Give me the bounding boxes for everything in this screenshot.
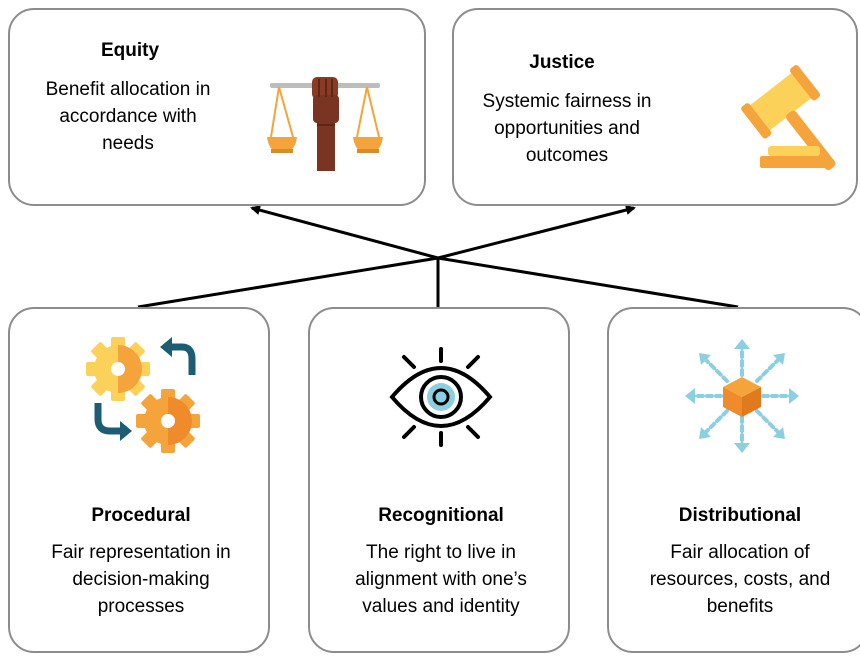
arrow-to-justice bbox=[437, 205, 636, 260]
procedural-title: Procedural bbox=[91, 505, 191, 526]
arrow-to-equity bbox=[250, 205, 439, 260]
distributional-box: Distributional Fair allocation of resour… bbox=[607, 307, 860, 653]
line-procedural bbox=[137, 256, 439, 309]
box-distribution-icon bbox=[685, 339, 799, 453]
equity-box: Equity Benefit allocation in accordance … bbox=[8, 8, 426, 206]
distributional-title: Distributional bbox=[678, 505, 802, 526]
procedural-description: Fair representation in decision-making p… bbox=[51, 542, 231, 617]
recognitional-title: Recognitional bbox=[378, 505, 504, 526]
equity-description: Benefit allocation in accordance with ne… bbox=[45, 79, 211, 154]
line-distributional bbox=[437, 256, 739, 309]
scales-fist-icon bbox=[267, 77, 383, 171]
eye-icon bbox=[389, 347, 493, 447]
justice-description: Systemic fairness in opportunities and o… bbox=[482, 91, 652, 166]
justice-box: Justice Systemic fairness in opportuniti… bbox=[452, 8, 858, 206]
gavel-icon bbox=[741, 65, 836, 171]
equity-title: Equity bbox=[100, 40, 160, 61]
justice-title: Justice bbox=[529, 52, 595, 73]
procedural-box: Procedural Fair representation in decisi… bbox=[8, 307, 270, 653]
recognitional-box: Recognitional The right to live in align… bbox=[308, 307, 570, 653]
distributional-description: Fair allocation of resources, costs, and… bbox=[649, 542, 831, 617]
recognitional-description: The right to live in alignment with one’… bbox=[355, 542, 527, 617]
gears-cycle-icon bbox=[86, 337, 200, 453]
